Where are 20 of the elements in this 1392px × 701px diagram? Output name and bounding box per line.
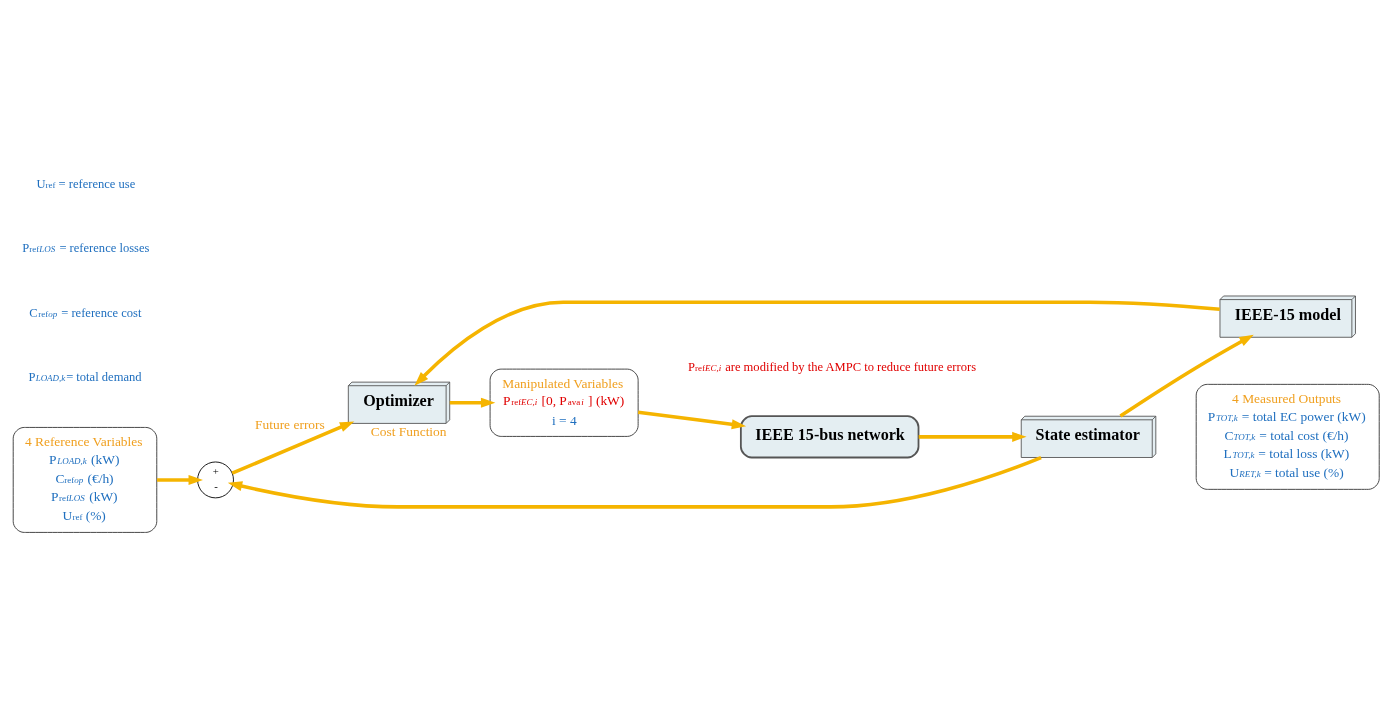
node-box: IEEE 15-bus network xyxy=(739,415,920,459)
arrow xyxy=(414,300,1220,386)
edge-label: Future errors xyxy=(255,417,325,433)
arrow xyxy=(449,397,496,408)
label: Uref = reference use xyxy=(36,176,136,191)
label: Crefop = reference cost xyxy=(29,305,142,320)
node-box: 4 Reference Variables PLOAD,k (kW) Crefop (€/h) PrefLOS (kW) Uref (%) xyxy=(12,427,158,533)
arrow xyxy=(227,455,1042,509)
label: PLOAD,k= total demand xyxy=(28,370,142,385)
arrow xyxy=(157,474,203,485)
label: PrefEC,i are modified by the AMPC to reduce future errors xyxy=(687,359,977,374)
node-circle: + - xyxy=(197,461,234,499)
arrow xyxy=(918,431,1027,442)
arrow xyxy=(231,421,355,475)
label: PrefLOS = reference losses xyxy=(22,241,150,256)
arrow xyxy=(1119,334,1254,418)
node-box: Manipulated Variables PrefEC,i [0, Pavai ] (kW) i = 4 xyxy=(489,368,639,437)
arrow xyxy=(637,410,747,430)
node-box: 4 Measured Outputs PTOT,k = total EC power (kW) CTOT,k = total cost (€/h) LTOT,k = total loss (kW) URET,k = total use (%) xyxy=(1195,383,1380,490)
node-label: Cost Function xyxy=(370,424,447,440)
